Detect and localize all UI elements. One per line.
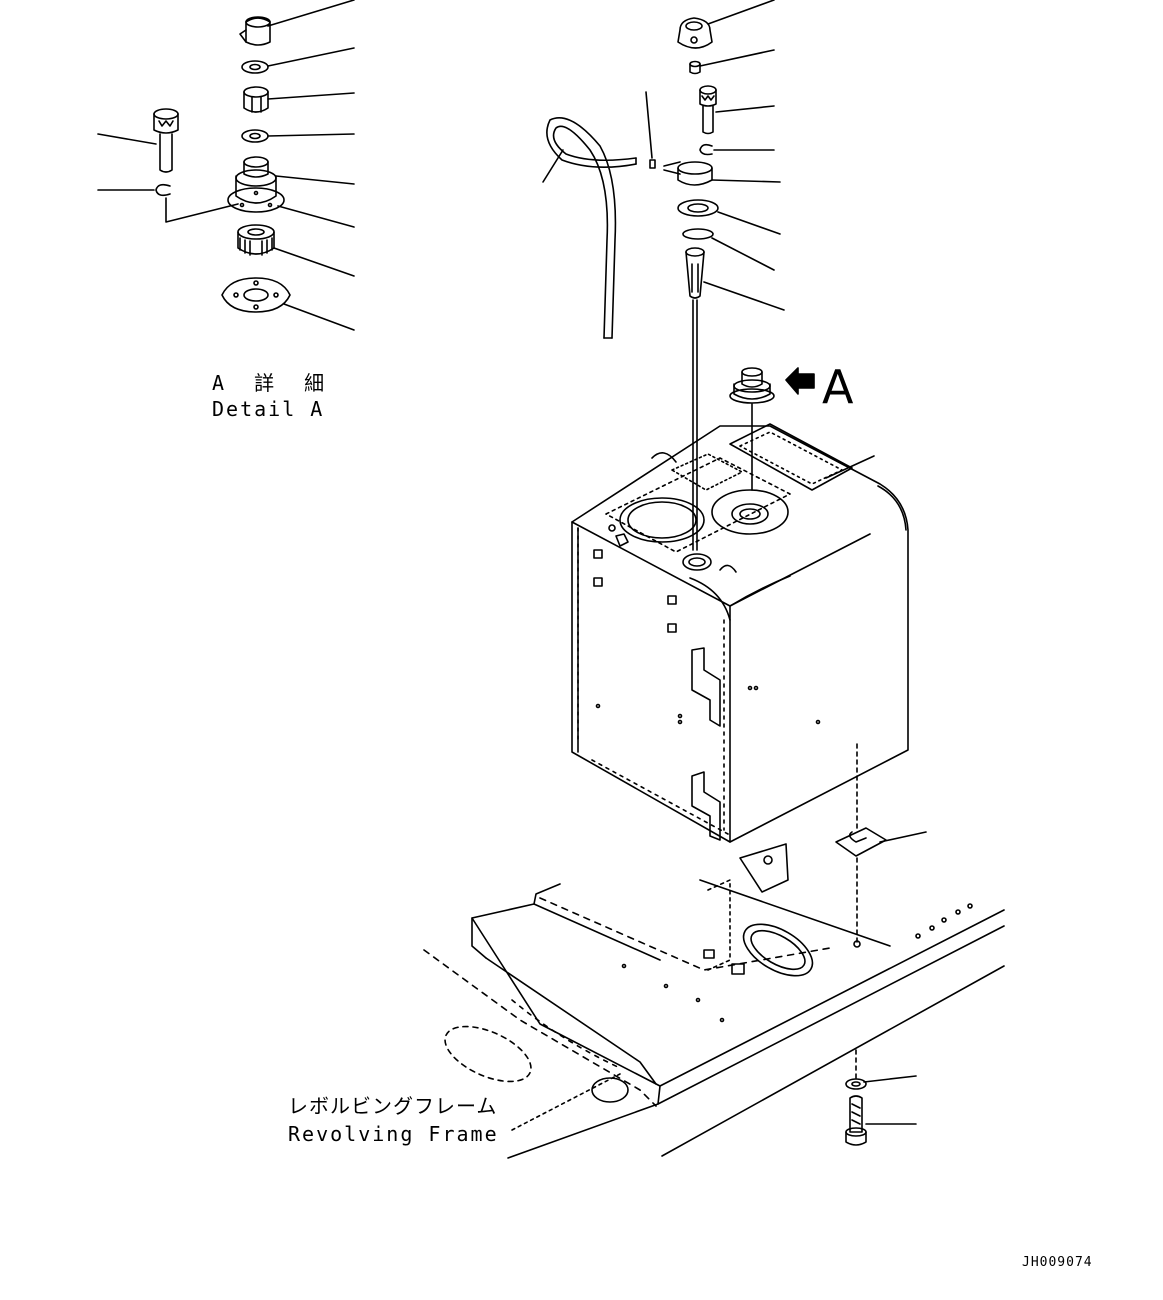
hydraulic-tank <box>571 423 909 843</box>
detail-breather-body <box>227 156 285 213</box>
detail-element <box>237 224 275 256</box>
view-a-letter: A <box>822 360 854 414</box>
detail-a-label-en: Detail A <box>212 397 325 421</box>
revolving-frame <box>423 843 1005 1159</box>
revolving-frame-label-jp: レボルビングフレーム <box>288 1094 498 1118</box>
filler-stack <box>663 0 785 551</box>
breather-hose <box>542 91 656 339</box>
mounting-bolt <box>845 1049 917 1146</box>
detail-gasket <box>221 277 291 313</box>
view-arrow-icon <box>785 367 815 395</box>
detail-a-assembly <box>97 0 355 331</box>
hose-clamp <box>649 159 656 169</box>
detail-cap <box>239 16 271 46</box>
detail-a-label-jp: A 詳 細 <box>212 371 334 395</box>
shim-plate <box>835 743 927 943</box>
detail-nut <box>243 86 269 113</box>
detail-bolt <box>153 108 179 173</box>
detail-washer-mid <box>241 129 269 143</box>
drawing-code: JH009074 <box>1022 1255 1093 1270</box>
detail-washer-top <box>241 60 269 74</box>
detail-clip <box>155 183 171 197</box>
breather-assembly <box>729 367 775 491</box>
revolving-frame-label-en: Revolving Frame <box>288 1122 499 1146</box>
